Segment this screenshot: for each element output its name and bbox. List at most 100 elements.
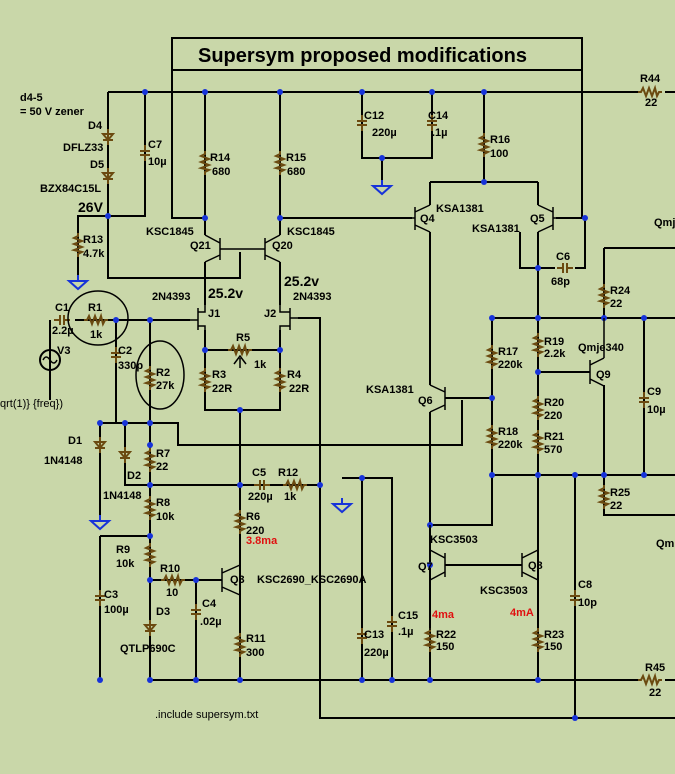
label-components-q7-ref: Q7	[418, 561, 433, 573]
voltage-26v: 26V	[78, 199, 104, 215]
label-components-r45-ref: R45	[645, 662, 665, 674]
label-components-r17-val: 220k	[498, 359, 523, 371]
label-components-j2-val: 2N4393	[293, 291, 332, 303]
label-components-r9-val: 10k	[116, 558, 135, 570]
label-components-r11-val: 300	[246, 647, 264, 659]
current-q7: 4ma	[432, 609, 455, 621]
label-components-r4-val: 22R	[289, 383, 309, 395]
label-components-q4-val: KSA1381	[436, 203, 484, 215]
label-components-d5-val: BZX84C15L	[40, 183, 101, 195]
label-components-j1-val: 2N4393	[152, 291, 191, 303]
label-components-c4-ref: C4	[202, 598, 217, 610]
label-components-r10-val: 10	[166, 587, 178, 599]
label-components-q20-val: KSC1845	[287, 226, 335, 238]
label-components-c6-ref: C6	[556, 251, 570, 263]
label-components-c14-val: .1µ	[432, 127, 448, 139]
label-components-r21-val: 570	[544, 444, 562, 456]
label-components-r12-val: 1k	[284, 491, 297, 503]
edge-label-qm: Qm	[656, 538, 675, 550]
label-components-r2-val: 27k	[156, 380, 175, 392]
label-components-d4-val: DFLZ33	[63, 142, 103, 154]
label-components-q6-ref: Q6	[418, 395, 433, 407]
label-components-c4-val: .02µ	[200, 616, 222, 628]
label-components-v3-ref: V3	[57, 345, 70, 357]
label-components-r19-ref: R19	[544, 336, 564, 348]
label-components-r45-val: 22	[649, 687, 661, 699]
label-components-r5-ref: R5	[236, 332, 250, 344]
label-components-r19-val: 2.2k	[544, 348, 566, 360]
voltage-25v-left: 25.2v	[208, 285, 243, 301]
label-components-c3-val: 100µ	[104, 604, 129, 616]
label-components-r15-ref: R15	[286, 152, 306, 164]
label-components-c7-val: 10µ	[148, 156, 167, 168]
label-components-d3-ref: D3	[156, 606, 170, 618]
label-components-q5-val: KSA1381	[472, 223, 520, 235]
annotation-ellipses	[67, 290, 185, 410]
label-components-r14-ref: R14	[210, 152, 231, 164]
label-components-d4-ref: D4	[88, 120, 103, 132]
label-components-c8-val: 10p	[578, 597, 597, 609]
label-components-r25-ref: R25	[610, 487, 630, 499]
label-components-c12-val: 220µ	[372, 127, 397, 139]
label-components-c15-val: .1µ	[398, 626, 414, 638]
label-components-c14-ref: C14	[428, 110, 449, 122]
include-directive: .include supersym.txt	[155, 709, 258, 721]
label-components-r18-val: 220k	[498, 439, 523, 451]
label-components-d3-val: QTLP690C	[120, 643, 176, 655]
label-components-r21-ref: R21	[544, 431, 564, 443]
zener-value-note: = 50 V zener	[20, 106, 85, 118]
label-components-r5-val: 1k	[254, 359, 267, 371]
label-components-r22-val: 150	[436, 641, 454, 653]
label-components-r6-val: 220	[246, 525, 264, 537]
label-components-r7-ref: R7	[156, 448, 170, 460]
label-components-c15-ref: C15	[398, 610, 418, 622]
label-components-q21-ref: Q21	[190, 240, 211, 252]
label-components-q9-ref: Q9	[596, 369, 611, 381]
label-components-c12-ref: C12	[364, 110, 384, 122]
label-components-r24-val: 22	[610, 298, 622, 310]
label-components-r11-ref: R11	[246, 633, 266, 645]
label-components-r1-val: 1k	[90, 329, 103, 341]
label-components-c13-ref: C13	[364, 629, 384, 641]
labels: d4-5 = 50 V zener D4 DFLZ33 D5 BZX84C15L…	[0, 73, 675, 721]
voltage-25v-right: 25.2v	[284, 273, 319, 289]
label-components-r4-ref: R4	[287, 369, 302, 381]
label-components-c1-ref: C1	[55, 302, 69, 314]
label-components-q6-val: KSA1381	[366, 384, 414, 396]
label-components-d2-val: 1N4148	[103, 490, 142, 502]
label-components-r20-ref: R20	[544, 397, 564, 409]
label-components-q9-val: Qmje340	[578, 342, 624, 354]
label-components-r44-ref: R44	[640, 73, 661, 85]
wires	[49, 70, 675, 719]
label-components-r25-val: 22	[610, 500, 622, 512]
title-box: Supersym proposed modifications	[171, 37, 583, 71]
label-components-q4-ref: Q4	[420, 213, 436, 225]
label-components-d1-val: 1N4148	[44, 455, 83, 467]
edge-label-qmj: Qmj	[654, 217, 675, 229]
label-components-r44-val: 22	[645, 97, 657, 109]
label-components-r2-ref: R2	[156, 367, 170, 379]
label-components-q7-val: KSC3503	[430, 534, 478, 546]
label-components-r16-val: 100	[490, 148, 508, 160]
label-components-r1-ref: R1	[88, 302, 102, 314]
label-components-r8-ref: R8	[156, 497, 170, 509]
zener-note: d4-5	[20, 92, 43, 104]
label-components-c9-val: 10µ	[647, 404, 666, 416]
label-components-c2-ref: C2	[118, 345, 132, 357]
label-components-r12-ref: R12	[278, 467, 298, 479]
label-components-j2-ref: J2	[264, 308, 276, 320]
label-components-r10-ref: R10	[160, 563, 180, 575]
label-components-r13-ref: R13	[83, 234, 103, 246]
label-components-c1-val: 2.2µ	[52, 325, 74, 337]
label-components-c13-val: 220µ	[364, 647, 389, 659]
label-components-d1-ref: D1	[68, 435, 82, 447]
label-components-r16-ref: R16	[490, 134, 510, 146]
label-components-q20-ref: Q20	[272, 240, 293, 252]
label-components-d5-ref: D5	[90, 159, 104, 171]
label-components-c2-val: 330p	[118, 360, 143, 372]
label-components-r17-ref: R17	[498, 346, 518, 358]
label-components-c5-val: 220µ	[248, 491, 273, 503]
label-components-q8-val: KSC3503	[480, 585, 528, 597]
label-components-r14-val: 680	[212, 166, 230, 178]
